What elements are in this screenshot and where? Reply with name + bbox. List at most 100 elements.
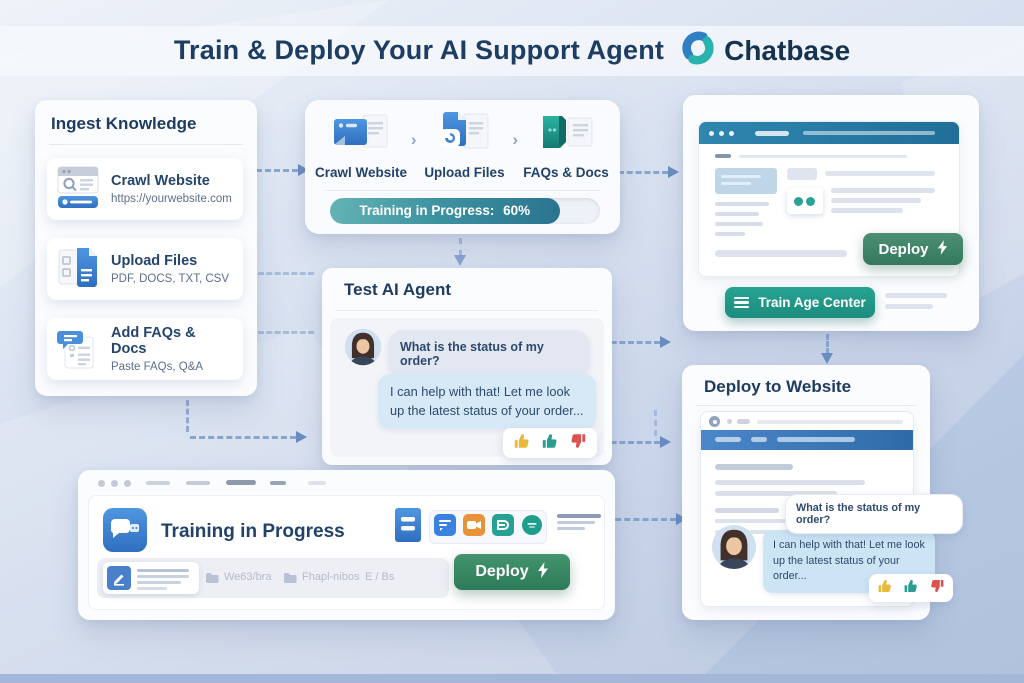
window-dot	[111, 480, 118, 487]
integrations-toolbar	[429, 510, 547, 544]
pipeline-step-label: Upload Files	[424, 165, 505, 180]
site-nav-bar	[701, 430, 913, 450]
header-band	[0, 26, 1024, 76]
skeleton-line	[137, 575, 189, 578]
upload-files-step-icon	[434, 112, 494, 160]
pipeline-step-crawl: Crawl Website	[315, 110, 407, 180]
window-dot	[719, 130, 724, 136]
deploy-preview-panel: Deploy Train Age Center	[683, 95, 979, 331]
document-icon	[395, 508, 421, 547]
skeleton-line	[557, 527, 585, 530]
pipeline-steps: Crawl Website › Upload Files ›	[315, 110, 610, 180]
faqs-docs-step-icon	[536, 116, 596, 160]
flow-arrow	[190, 431, 307, 443]
skeleton-line	[715, 250, 847, 257]
skeleton-line	[715, 530, 799, 534]
skeleton-line	[137, 569, 189, 572]
thumbs-up-teal-icon[interactable]	[541, 432, 559, 455]
chatbase-logo-icon	[680, 30, 716, 71]
user-avatar	[344, 328, 382, 371]
sources-bar: We63/bra Fhapl-nibos E / Bs	[97, 558, 449, 598]
divider	[696, 405, 916, 406]
bot-integration-icon[interactable]	[521, 514, 543, 541]
tab-dash	[803, 131, 935, 135]
deploy-to-website-panel: Deploy to Website What is the stat	[682, 365, 963, 620]
training-window: Training in Progress	[78, 470, 615, 620]
tab-dash	[755, 130, 789, 136]
chevron-right-icon: ›	[410, 130, 417, 149]
lightning-bolt-icon	[537, 561, 549, 583]
chat-integration-icon[interactable]	[433, 513, 456, 541]
skeleton-line	[715, 480, 865, 485]
menu-icon	[734, 294, 750, 311]
deploy-button[interactable]: Deploy	[863, 233, 963, 265]
source-item[interactable]: We63/bra	[205, 571, 272, 583]
flow-arrow	[186, 400, 189, 432]
url-bar	[757, 420, 903, 424]
tab-dash	[737, 419, 750, 424]
tab-dash	[226, 480, 256, 485]
bottom-strip	[0, 674, 1024, 683]
flow-arrow	[821, 334, 833, 364]
flow-arrow	[618, 166, 679, 178]
chat-widget-thumbnail	[787, 188, 823, 214]
drive-integration-icon[interactable]	[491, 513, 514, 541]
tab-dash	[270, 481, 286, 485]
training-pipeline-card: Crawl Website › Upload Files ›	[305, 100, 620, 234]
source-item[interactable]: E / Bs	[365, 571, 394, 583]
divider	[336, 310, 598, 311]
sidebar-skeleton	[715, 168, 777, 194]
deploy-button-label: Deploy	[878, 240, 929, 258]
ingest-card-upload-files[interactable]: Upload Files PDF, DOCS, TXT, CSV	[47, 238, 243, 300]
skeleton-line	[831, 198, 921, 203]
thumbs-up-teal-icon[interactable]	[903, 578, 919, 599]
user-message-bubble: What is the status of my order?	[388, 330, 590, 378]
window-dot	[98, 480, 105, 487]
skeleton-line	[715, 232, 745, 236]
thumbs-down-icon[interactable]	[569, 432, 587, 455]
progress-value: 60%	[503, 203, 531, 218]
thumbs-up-yellow-icon[interactable]	[513, 432, 531, 455]
skeleton-line	[137, 581, 181, 584]
brand-name: Chatbase	[724, 34, 851, 66]
skeleton-line	[715, 212, 759, 216]
training-progress-bar: Training in Progress: 60%	[330, 198, 600, 224]
video-integration-icon[interactable]	[462, 513, 485, 541]
folder-icon	[284, 572, 297, 583]
skeleton-line	[721, 182, 751, 185]
skeleton-line	[715, 464, 793, 470]
deploy-site-title: Deploy to Website	[704, 377, 852, 396]
user-avatar	[711, 524, 757, 575]
ingest-card-title: Upload Files	[111, 253, 198, 269]
dot	[727, 419, 732, 424]
upload-files-icon	[55, 244, 101, 295]
window-dot	[729, 130, 734, 136]
edit-pencil-icon	[107, 566, 131, 595]
lightning-bolt-icon	[937, 239, 948, 259]
nav-dash	[715, 437, 741, 442]
skeleton-block	[787, 168, 817, 180]
deploy-button[interactable]: Deploy	[454, 554, 570, 590]
faqs-docs-icon	[55, 324, 101, 375]
thumbs-up-yellow-icon[interactable]	[877, 578, 893, 599]
skeleton-line	[721, 175, 761, 178]
active-source-card[interactable]	[103, 562, 199, 594]
tab-dash	[186, 481, 210, 485]
ingest-card-subtitle: PDF, DOCS, TXT, CSV	[111, 273, 230, 285]
website-browser-mockup: What is the status of my order? I can he…	[700, 411, 963, 607]
train-button-label: Train Age Center	[758, 295, 866, 310]
flow-arrow	[454, 238, 466, 266]
pipeline-step-label: Crawl Website	[315, 165, 408, 180]
thumbs-down-icon[interactable]	[929, 578, 945, 599]
nav-dash	[777, 437, 855, 442]
chat-app-icon	[103, 508, 147, 557]
ingest-card-add-faqs[interactable]: Add FAQs & Docs Paste FAQs, Q&A	[47, 318, 243, 380]
train-agent-button[interactable]: Train Age Center	[725, 287, 875, 318]
flow-arrow	[258, 331, 314, 334]
divider	[49, 144, 243, 145]
ingest-card-crawl-website[interactable]: Crawl Website https://yourwebsite.com	[47, 158, 243, 220]
skeleton-line	[715, 222, 763, 226]
progress-text: Training in Progress:	[359, 203, 495, 218]
nav-dash	[751, 437, 767, 442]
source-item[interactable]: Fhapl-nibos	[283, 571, 359, 583]
